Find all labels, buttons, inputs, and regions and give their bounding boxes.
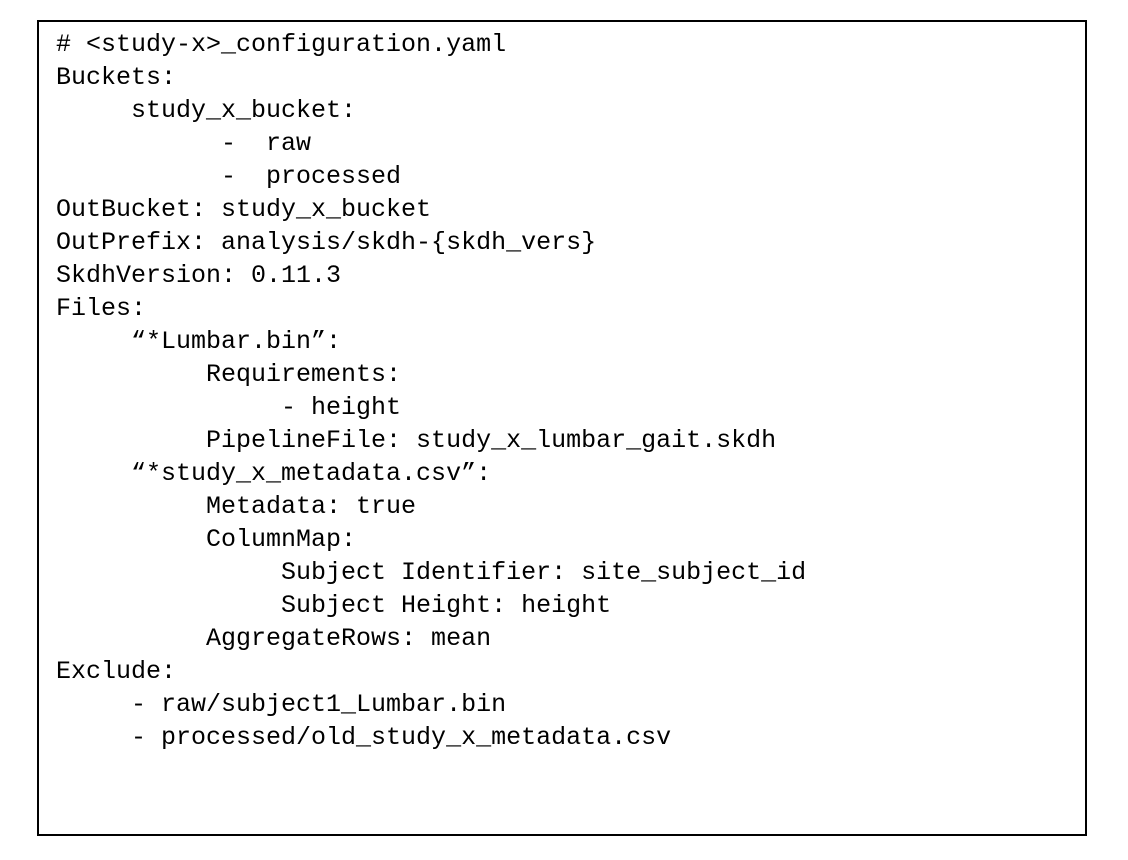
- code-line: “*Lumbar.bin”:: [56, 327, 342, 356]
- code-line: Subject Height: height: [56, 591, 612, 620]
- code-line: Exclude:: [56, 657, 177, 686]
- code-line: Buckets:: [56, 63, 177, 92]
- code-line: AggregateRows: mean: [56, 624, 492, 653]
- code-line: OutBucket: study_x_bucket: [56, 195, 432, 224]
- code-line: # <study-x>_configuration.yaml: [56, 30, 507, 59]
- code-line: ColumnMap:: [56, 525, 357, 554]
- code-line: Requirements:: [56, 360, 402, 389]
- code-line: - processed: [56, 162, 402, 191]
- code-line: PipelineFile: study_x_lumbar_gait.skdh: [56, 426, 777, 455]
- code-line: Files:: [56, 294, 147, 323]
- code-line: OutPrefix: analysis/skdh-{skdh_vers}: [56, 228, 597, 257]
- code-line: “*study_x_metadata.csv”:: [56, 459, 492, 488]
- code-line: study_x_bucket:: [56, 96, 357, 125]
- code-line: SkdhVersion: 0.11.3: [56, 261, 342, 290]
- code-line: - processed/old_study_x_metadata.csv: [56, 723, 672, 752]
- code-line: - raw: [56, 129, 312, 158]
- code-line: - raw/subject1_Lumbar.bin: [56, 690, 507, 719]
- code-line: Metadata: true: [56, 492, 417, 521]
- code-line: Subject Identifier: site_subject_id: [56, 558, 807, 587]
- code-line: - height: [56, 393, 402, 422]
